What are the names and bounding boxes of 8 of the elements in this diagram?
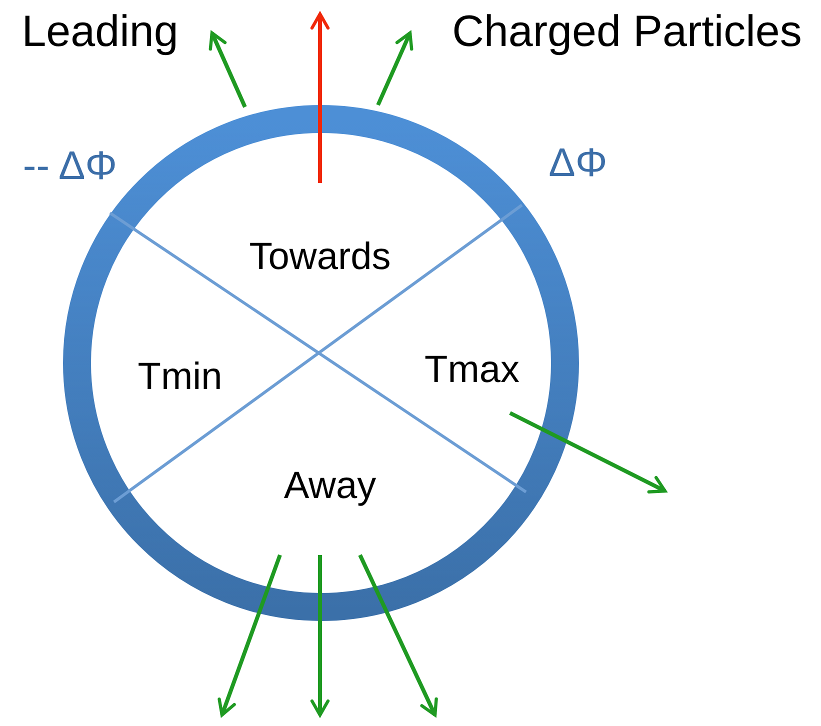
axis-label: Charged Particles xyxy=(452,10,802,54)
region-label: Away xyxy=(284,467,376,505)
angle-label: ΔΦ xyxy=(548,143,608,183)
axis-label: Leading xyxy=(22,10,178,54)
region-label: Tmax xyxy=(424,351,520,389)
angle-label: -- ΔΦ xyxy=(22,146,118,186)
region-label: Tmin xyxy=(138,358,222,396)
region-label: Towards xyxy=(249,238,391,276)
